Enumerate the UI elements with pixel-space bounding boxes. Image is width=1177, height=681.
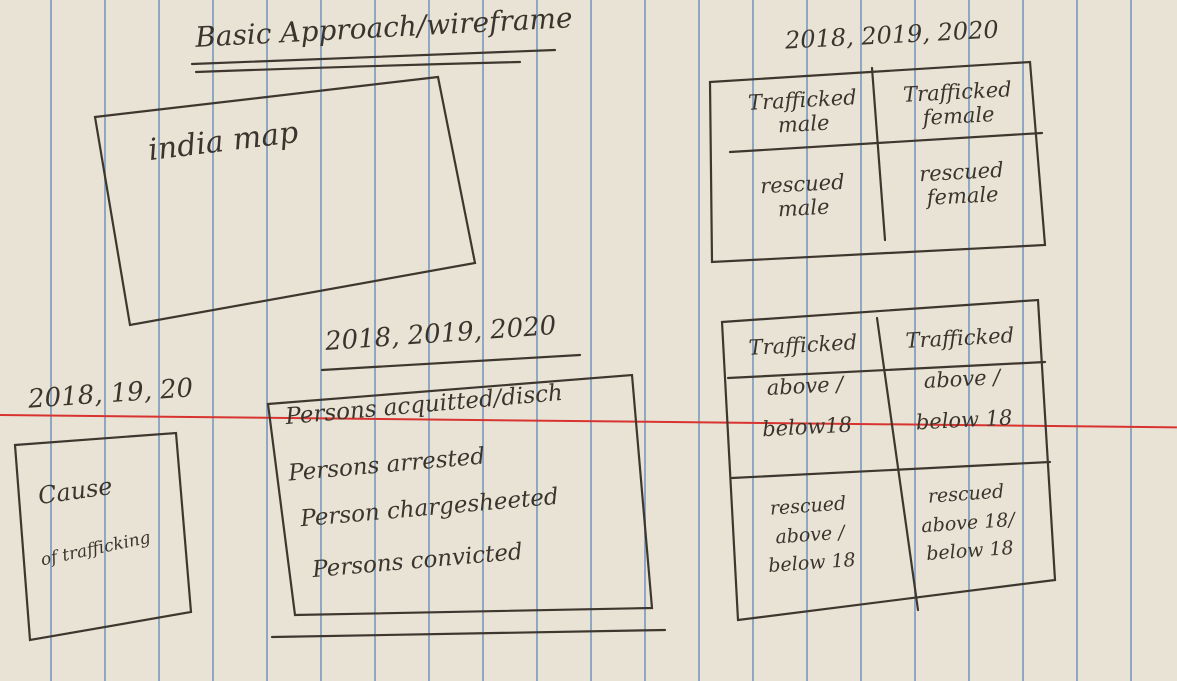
persons-bottom-rule: [270, 628, 667, 639]
age-cell-rescued-left: rescued above / below 18: [732, 487, 888, 583]
gender-grid-divider-h: [728, 131, 1044, 154]
gender-cell-trafficked-male: Trafficked male: [737, 85, 869, 140]
cell-line: below 18: [915, 405, 1013, 435]
gender-grid-divider-v: [870, 66, 887, 242]
gender-cell-rescued-female: rescued female: [891, 156, 1033, 212]
title-underline-2: [194, 60, 522, 74]
age-grid-divider-h2: [730, 460, 1052, 480]
gender-cell-trafficked-female: Trafficked female: [887, 76, 1029, 132]
age-grid-box: [720, 298, 1057, 622]
gender-grid-box: [708, 60, 1047, 264]
map-box: [93, 75, 477, 327]
persons-years-underline: [320, 353, 582, 372]
age-cell-trafficked-right: Trafficked above / below 18: [889, 314, 1035, 444]
age-cell-rescued-right: rescued above 18/ below 18: [895, 475, 1041, 570]
cell-line: Trafficked: [905, 323, 1015, 353]
title-underline: [190, 48, 557, 66]
age-grid-divider-h1: [726, 360, 1047, 380]
cause-box: [13, 431, 193, 642]
persons-box: [266, 373, 654, 617]
age-cell-trafficked-left: Trafficked above / below18: [732, 321, 878, 451]
cell-line: below18: [761, 412, 853, 442]
cell-line: Trafficked: [748, 330, 858, 360]
age-grid-divider-v: [875, 316, 920, 612]
gender-cell-rescued-male: rescued male: [737, 169, 869, 224]
